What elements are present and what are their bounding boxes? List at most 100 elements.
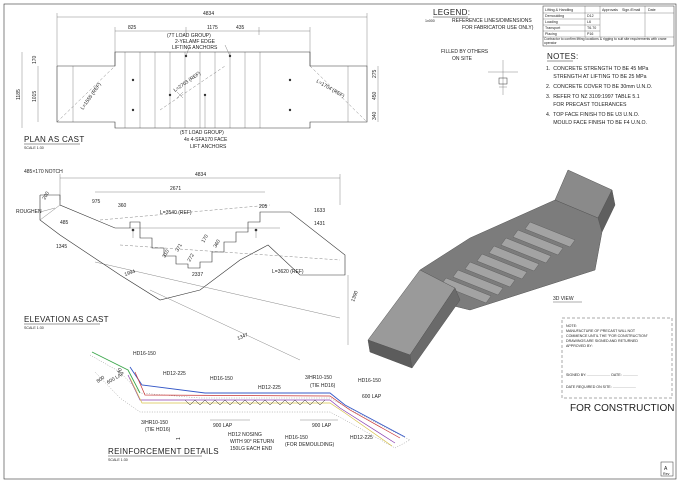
elev-dim-2671: 2671 — [170, 186, 181, 192]
approval-date-required[interactable]: DATE REQUIRED ON SITE: .................… — [566, 385, 636, 389]
table-row-4-label: Placing — [545, 32, 557, 36]
rebar-label-hd12-a: HD12-225 — [163, 371, 186, 377]
plan-callout-bottom-3: LIFT ANCHORS — [190, 144, 227, 150]
plan-dim-450: 450 — [372, 91, 378, 100]
table-row-1-value: D12 — [587, 14, 594, 18]
legend: LEGEND: 1x000 REFERENCE LINES/DIMENSIONS… — [425, 8, 534, 95]
table-row-1-label: Demoulding — [545, 14, 564, 18]
sheet-border — [3, 3, 677, 480]
note-3b: FOR PRECAST TOLERANCES — [546, 102, 627, 108]
plan-dim-825: 825 — [128, 25, 137, 31]
elev-dim-1390: 1390 — [350, 290, 360, 303]
plan-dim-1185: 1185 — [16, 89, 22, 100]
plan-callout-top-1: (7T LOAD GROUP) — [167, 33, 211, 39]
table-header-2: Approvals — [602, 8, 618, 12]
reinforcement-scale: SCALE 1:30 — [108, 458, 128, 462]
rebar-label-hd16-c: HD16-150 — [358, 378, 381, 384]
plan-dim-435: 435 — [236, 25, 245, 31]
revision-letter: A — [664, 466, 668, 472]
elev-dim-2337: 2337 — [192, 272, 203, 278]
table-row-4-value: P16 — [587, 32, 593, 36]
plan-callout-bottom-2: 4x 4-SFA170 FACE — [184, 137, 228, 143]
rebar-label-hd16-a: HD16-150 — [133, 351, 156, 357]
legend-filled-2: ON SITE — [452, 56, 473, 62]
plan-dim-170: 170 — [32, 55, 38, 64]
approval-block: NOTE: MANUFACTURE OF PRECAST WILL NOT CO… — [561, 317, 674, 477]
approval-note-3: COMMENCE UNTIL THE "FOR CONSTRUCTION" — [566, 334, 649, 338]
elev-dim-1633: 1633 — [314, 208, 325, 214]
table-header-4: Date — [648, 8, 656, 12]
elev-dim-200: 200 — [42, 191, 51, 201]
rebar-label-demould-2: (FOR DEMOULDING) — [285, 442, 335, 448]
approval-note-1: NOTE: — [566, 324, 577, 328]
rebar-step-teeth — [184, 399, 326, 406]
note-2: 2. CONCRETE COVER TO BE 30mm U.N.O. — [546, 84, 652, 90]
reinforcement-view: HD16-150 HD12-225 HD16-150 HD12-225 3/HR… — [89, 351, 411, 462]
elev-dim-485: 485 — [60, 220, 69, 226]
note-1b: STRENGTH AT LIFTING TO BE 25 MPa — [546, 74, 647, 80]
plan-dim-1175: 1175 — [207, 25, 218, 31]
rebar-green — [91, 351, 141, 394]
rebar-blue — [129, 366, 406, 438]
notes: NOTES: 1. CONCRETE STRENGTH TO BE 45 MPa… — [546, 52, 652, 126]
table-row-2-label: Loading — [545, 20, 558, 24]
rebar-label-lap900-b: 900 LAP — [312, 423, 332, 429]
elev-dim-overall: 4834 — [195, 172, 206, 178]
elev-dim-1345: 1345 — [56, 244, 67, 250]
note-4b: MOULD FACE FINISH TO BE F4 U.N.O. — [546, 120, 647, 126]
rebar-label-hr10-b: 3/HR10-150 — [305, 375, 332, 381]
elev-dim-360: 360 — [118, 203, 127, 209]
plan-title: PLAN AS CAST — [24, 135, 85, 144]
revision-label: Rev — [663, 472, 670, 476]
plan-dim-1555: L=1555 (REF) — [80, 82, 103, 112]
rebar-label-demould-1: HD16-150 — [285, 435, 308, 441]
approval-note-4: DRAWINGS ARE SIGNED AND RETURNED — [566, 339, 638, 343]
view-3d: 3D VIEW — [367, 169, 616, 369]
approval-signed[interactable]: SIGNED BY: ....................... DATE:… — [566, 373, 638, 377]
rebar-red — [134, 371, 401, 439]
legend-line2: FOR FABRICATOR USE ONLY) — [462, 25, 534, 31]
elev-dim-975: 975 — [92, 199, 101, 205]
plan-callout-bottom-1: (5T LOAD GROUP) — [180, 130, 224, 136]
elevation-scale: SCALE 1:30 — [24, 326, 44, 330]
for-construction-stamp: FOR CONSTRUCTION — [570, 403, 674, 414]
lifting-table: Lifting & Handling Approvals Sign./Email… — [542, 5, 675, 47]
rebar-label-hd12-c: HD12-225 — [350, 435, 373, 441]
elev-dim-170: 170 — [201, 234, 210, 244]
plan-callout-top-3: LIFTING ANCHORS — [172, 45, 218, 51]
legend-symbol: 1x000 — [425, 19, 435, 23]
rebar-label-lap900-a: 900 LAP — [213, 423, 233, 429]
view-3d-steps — [440, 221, 576, 304]
reinforcement-title: REINFORCEMENT DETAILS — [108, 447, 219, 456]
elev-dim-272: 272 — [187, 253, 196, 263]
table-row-2-value: L6 — [587, 20, 591, 24]
rebar-label-lap600-b: 600 LAP — [362, 394, 382, 400]
table-footer: Contractor to confirm lifting locations … — [544, 37, 667, 45]
table-row-3-value: T6.70 — [587, 26, 596, 30]
rebar-label-nosing-1: HD12 NOSING — [228, 432, 262, 438]
elev-dim-360b: 360 — [213, 239, 222, 249]
elevation-stair-outline — [39, 194, 346, 301]
rebar-dim-40: 40 — [116, 367, 124, 374]
note-1a: 1. CONCRETE STRENGTH TO BE 45 MPa — [546, 66, 649, 72]
plan-dim-1015: 1015 — [32, 91, 38, 102]
elev-roughen-label: ROUGHEN — [16, 209, 42, 215]
plan-treads — [124, 52, 261, 128]
elev-dim-3540: L=3540 (REF) — [160, 210, 192, 216]
approval-note-5: APPROVED BY: — [566, 344, 593, 348]
elev-dim-1994: 1994 — [124, 269, 137, 278]
elevation-view: 4834 2671 485×170 NOTCH ROUGHEN 975 360 … — [16, 169, 360, 361]
elev-dim-310: 310 — [162, 249, 171, 259]
plan-dim-340: 340 — [372, 111, 378, 120]
legend-line1: REFERENCE LINES/DIMENSIONS — [452, 18, 532, 24]
table-header-3: Sign./Email — [622, 8, 640, 12]
plan-dim-overall: 4834 — [203, 11, 214, 17]
rebar-dim-800: 800 — [96, 375, 106, 385]
approval-note-2: MANUFACTURE OF PRECAST WILL NOT — [566, 329, 636, 333]
rebar-label-nosing-3: 150LG EACH END — [230, 446, 273, 452]
plan-dim-2703: L=2703 (REF) — [173, 70, 203, 93]
plan-dim-275: 275 — [372, 69, 378, 78]
rebar-label-nosing-2: WITH 90° RETURN — [230, 439, 274, 445]
elev-dim-3620: L=3620 (REF) — [272, 269, 304, 275]
